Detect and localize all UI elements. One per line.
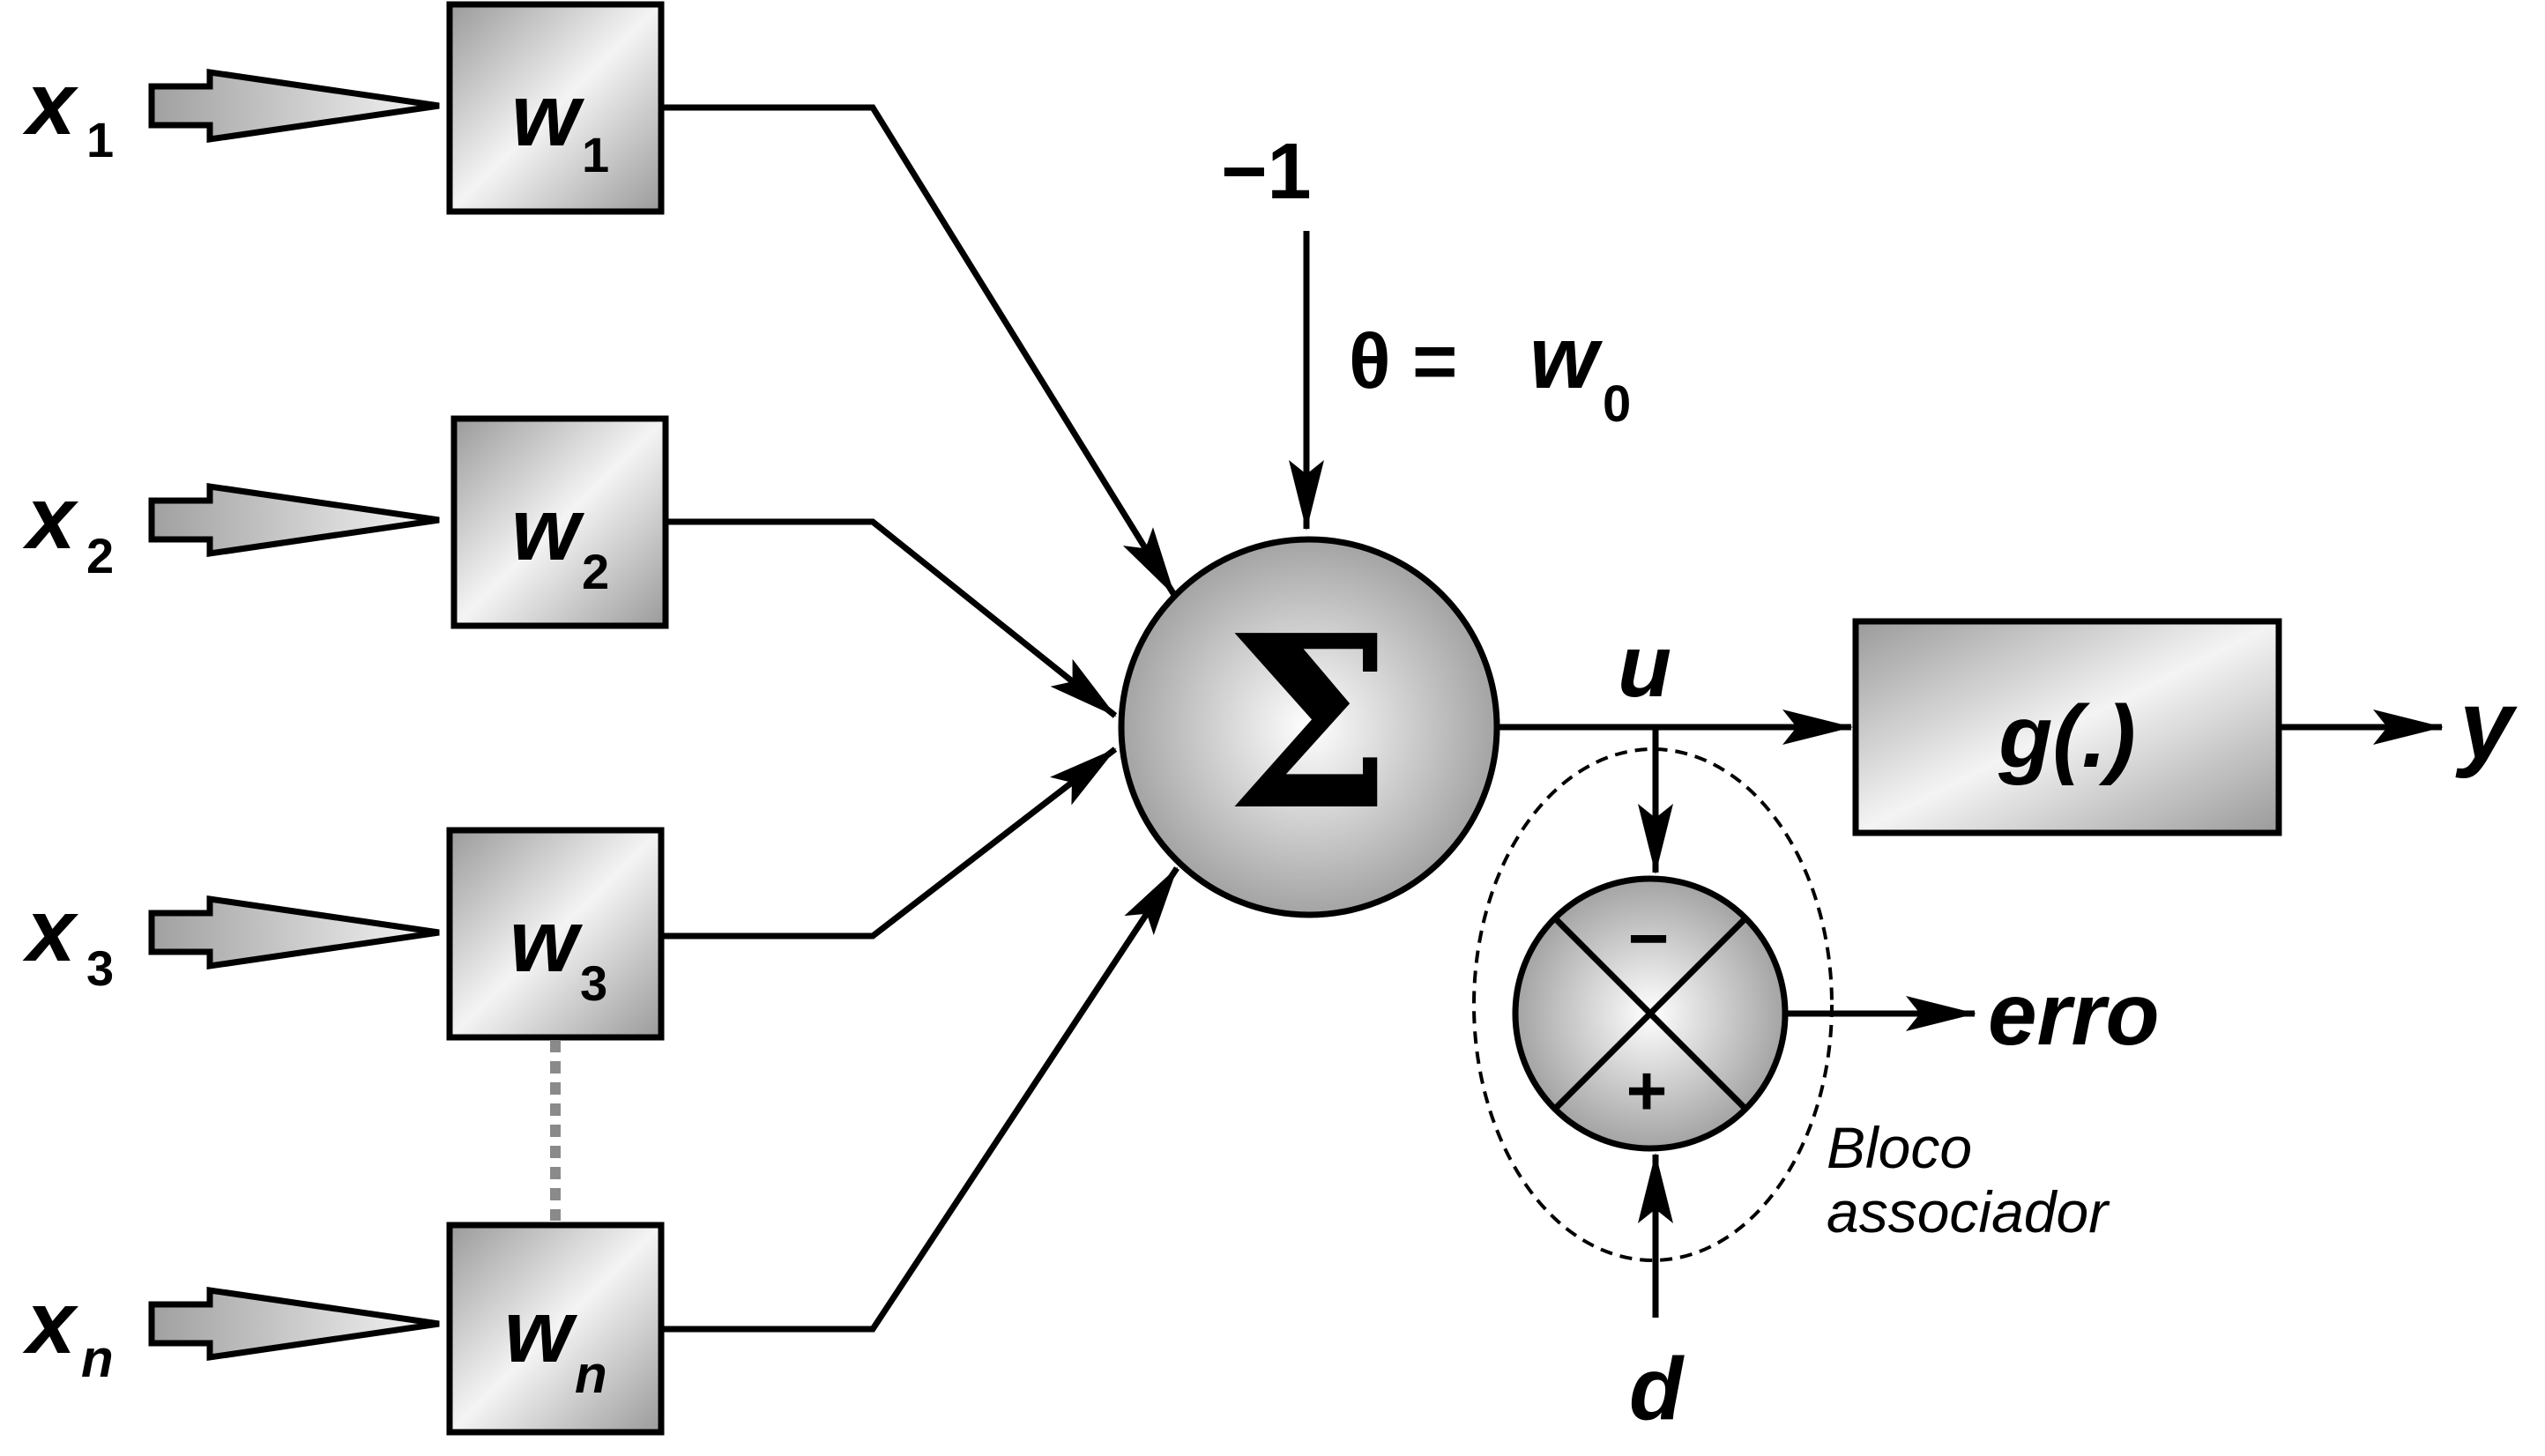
comparator-minus: − — [1628, 899, 1670, 977]
comparator-plus: + — [1626, 1051, 1668, 1130]
weight-wn-label: w — [504, 1282, 578, 1381]
activation-function: g(.) — [1852, 618, 2282, 836]
associator-boundary — [1472, 747, 1834, 1262]
bias-input: −1 θ = w 0 — [1221, 128, 1631, 531]
associator-label-line1: Bloco — [1827, 1115, 1972, 1180]
bias-weight-subscript: 0 — [1603, 375, 1631, 433]
weight-w1-label: w — [511, 66, 585, 165]
input-row-n: x n w n — [22, 866, 1179, 1436]
input-x2-subscript: 2 — [86, 528, 114, 583]
input-xn-label: x — [22, 1274, 78, 1372]
associator-label-line2: associador — [1827, 1179, 2110, 1244]
error-label: erro — [1988, 965, 2160, 1064]
weight-w3-label: w — [510, 892, 584, 991]
weight-w2-label: w — [511, 480, 585, 579]
input-row-2: x 2 w 2 — [22, 415, 1118, 718]
comparator-cross-2 — [1552, 916, 1748, 1111]
input-row-1: x 1 w 1 — [22, 1, 1177, 597]
input-x1-subscript: 1 — [86, 112, 114, 167]
bias-input-label: −1 — [1221, 128, 1312, 216]
weight-box-w1 — [446, 1, 665, 215]
weight-box-wn — [446, 1222, 665, 1436]
input-x2-label: x — [22, 469, 78, 568]
signal-u-label: u — [1618, 617, 1671, 716]
weight-wn-subscript: n — [575, 1345, 607, 1404]
input-arrow-n — [148, 1286, 440, 1362]
input-x1-label: x — [22, 55, 78, 153]
weight-box-w3 — [446, 827, 665, 1041]
activation-label: g(.) — [1998, 687, 2135, 786]
input-x3-label: x — [22, 881, 78, 980]
bias-weight-label: w — [1529, 308, 1604, 407]
input-arrow-1 — [148, 68, 440, 144]
summation-symbol: Σ — [1225, 583, 1394, 863]
input-x3-subscript: 3 — [86, 940, 114, 996]
input-arrow-2 — [148, 482, 440, 558]
wire-w3-to-sum — [663, 747, 1118, 940]
input-arrow-3 — [148, 895, 440, 970]
summation-node: Σ — [1118, 536, 1500, 918]
weight-w1-subscript: 1 — [582, 127, 609, 182]
activation-box — [1852, 618, 2282, 836]
associator-block: − + d erro Bloco associador — [1472, 727, 2160, 1438]
input-xn-subscript: n — [81, 1329, 114, 1388]
input-row-3: x 3 w 3 — [22, 747, 1118, 1041]
wire-wn-to-sum — [663, 866, 1179, 1333]
output-y-label: y — [2455, 671, 2518, 779]
wire-w2-to-sum — [667, 518, 1118, 718]
weight-w2-subscript: 2 — [582, 544, 609, 599]
wire-w1-to-sum — [663, 104, 1177, 597]
bias-theta-eq: θ = — [1349, 317, 1457, 405]
weight-w3-subscript: 3 — [580, 955, 607, 1011]
desired-d-label: d — [1629, 1340, 1685, 1438]
weight-box-w2 — [450, 415, 669, 629]
